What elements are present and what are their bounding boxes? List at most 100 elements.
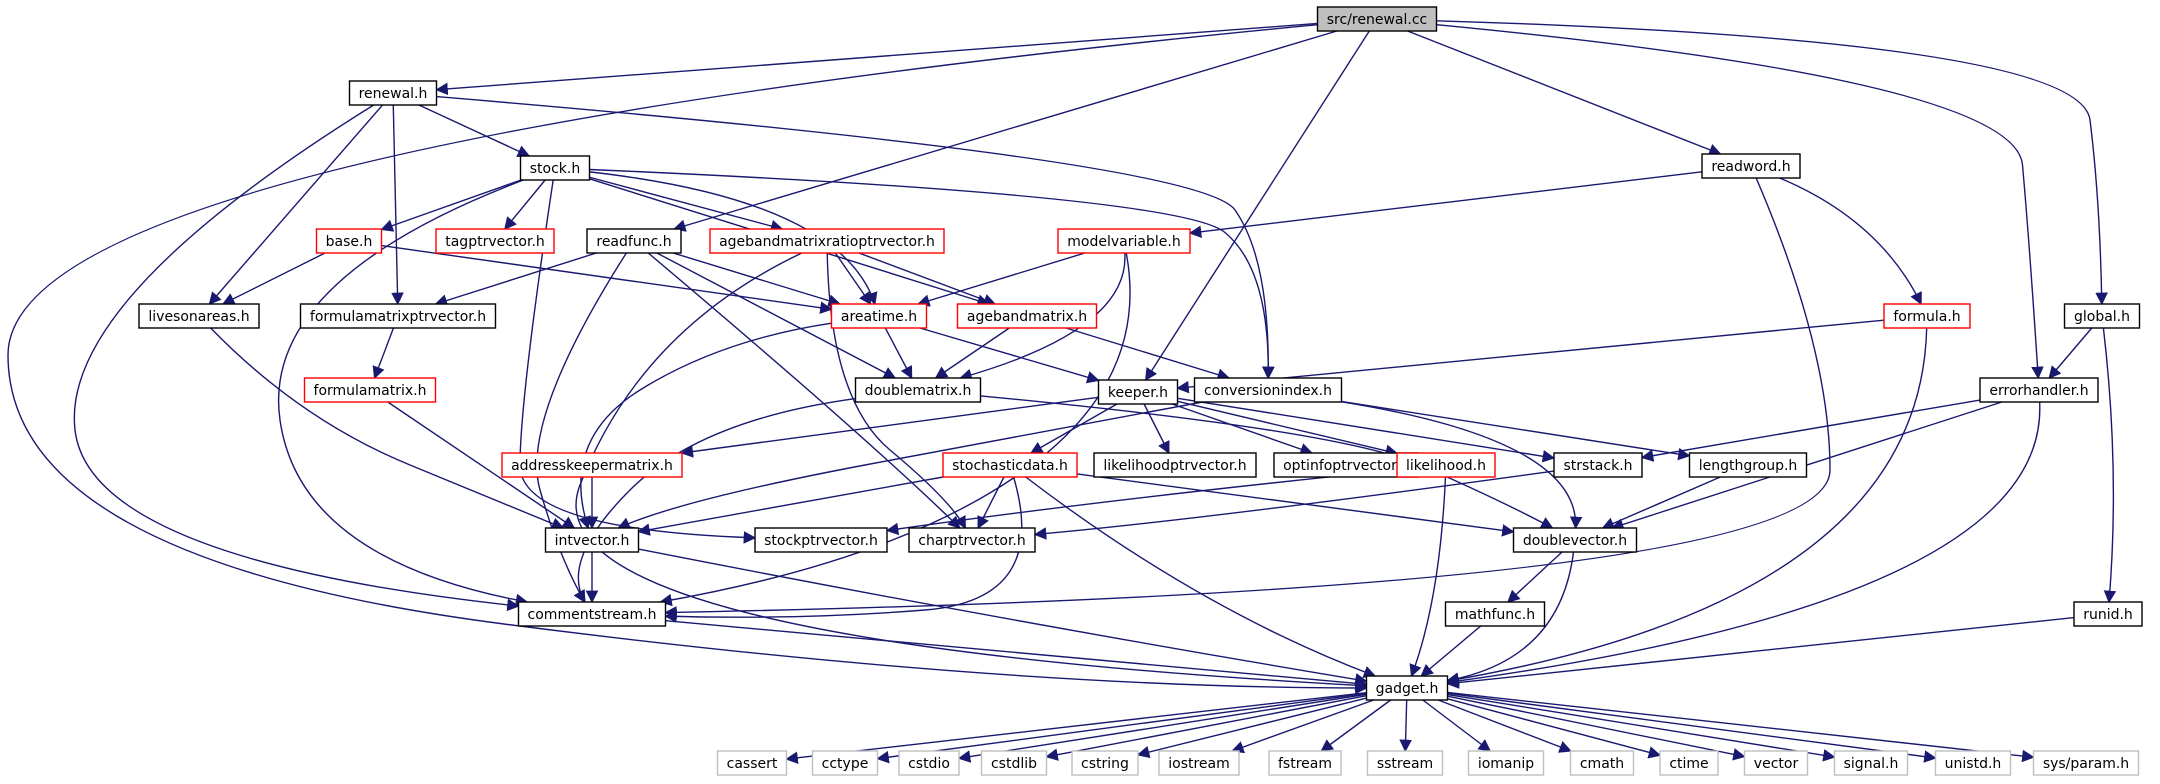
node-agebandmatrix-h[interactable]: agebandmatrix.h	[956, 303, 1098, 329]
node-label: stockptrvector.h	[764, 533, 878, 549]
edge-doublevector-h-to-gadget-h	[1446, 551, 1575, 685]
node-box	[586, 228, 682, 254]
edge-line	[1399, 699, 1412, 753]
node-sstream[interactable]: sstream	[1366, 750, 1444, 776]
node-box	[1743, 750, 1809, 776]
node-ctime[interactable]: ctime	[1659, 750, 1719, 776]
edge-gadget-h-to-signal-h	[1447, 693, 1836, 762]
edge-strstack-h-to-charptrvector-h	[1033, 470, 1555, 540]
node-stochasticdata-h[interactable]: stochasticdata.h	[942, 452, 1078, 478]
node-gadget-h[interactable]: gadget.h	[1365, 675, 1449, 701]
node-box	[435, 228, 555, 254]
node-cassert[interactable]: cassert	[716, 750, 788, 776]
node-label: vector	[1754, 756, 1799, 772]
node-conversionindex-h[interactable]: conversionindex.h	[1193, 377, 1343, 403]
node-cstdio[interactable]: cstdio	[898, 750, 960, 776]
edge-line	[418, 104, 531, 157]
node-cstring[interactable]: cstring	[1071, 750, 1139, 776]
node-readfunc-h[interactable]: readfunc.h	[586, 228, 682, 254]
edge-doublematrix-h-to-commentstream-h	[573, 397, 856, 604]
node-livesonareas-h[interactable]: livesonareas.h	[138, 303, 260, 329]
edge-line	[1446, 616, 2075, 689]
node-box	[2073, 601, 2143, 627]
node-label: modelvariable.h	[1067, 234, 1180, 250]
node-box	[544, 527, 640, 553]
node-box	[501, 452, 683, 478]
edge-agebandmatrixratioptrvector-h-to-areatime-h	[834, 252, 872, 306]
node-agebandmatrixratioptrvector-h[interactable]: agebandmatrixratioptrvector.h	[709, 228, 945, 254]
node-label: formula.h	[1893, 309, 1960, 325]
edge-line	[387, 401, 576, 529]
edge-renewal-cc-to-errorhandler-h	[1436, 23, 2044, 380]
node-intvector-h[interactable]: intvector.h	[544, 527, 640, 553]
node-formulamatrixptrvector-h[interactable]: formulamatrixptrvector.h	[299, 303, 497, 329]
node-vector[interactable]: vector	[1743, 750, 1809, 776]
node-stock-h[interactable]: stock.h	[519, 155, 591, 181]
edge-renewal-h-to-formulamatrixptrvector-h	[391, 104, 404, 306]
node-likelihood-h[interactable]: likelihood.h	[1396, 452, 1496, 478]
edge-gadget-h-to-unistd-h	[1447, 692, 1937, 763]
edge-line	[957, 693, 1367, 763]
node-doublematrix-h[interactable]: doublematrix.h	[854, 377, 982, 403]
node-formula-h[interactable]: formula.h	[1883, 303, 1971, 329]
edge-gadget-h-to-sstream	[1399, 699, 1412, 753]
node-box	[1569, 750, 1635, 776]
edge-conversionindex-h-to-intvector-h	[617, 401, 1203, 530]
node-addresskeepermatrix-h[interactable]: addresskeepermatrix.h	[501, 452, 683, 478]
node-commentstream-h[interactable]: commentstream.h	[517, 601, 667, 627]
edge-modelvariable-h-to-areatime-h	[916, 252, 1086, 307]
edge-areatime-h-to-doublematrix-h	[884, 327, 913, 380]
node-doublevector-h[interactable]: doublevector.h	[1512, 527, 1638, 553]
node-cstdlib[interactable]: cstdlib	[980, 750, 1048, 776]
edge-line	[589, 168, 1275, 380]
node-errorhandler-h[interactable]: errorhandler.h	[1979, 377, 2099, 403]
edge-line	[73, 104, 520, 612]
node-cctype[interactable]: cctype	[811, 750, 879, 776]
node-likelihoodptrvector-h[interactable]: likelihoodptrvector.h	[1093, 452, 1257, 478]
edge-stock-h-to-conversionindex-h	[589, 168, 1275, 380]
node-label: tagptrvector.h	[445, 234, 545, 250]
node-signal-h[interactable]: signal.h	[1833, 750, 1909, 776]
node-cmath[interactable]: cmath	[1569, 750, 1635, 776]
edge-line	[1341, 400, 1691, 461]
edge-line	[1446, 401, 2041, 688]
node-stockptrvector-h[interactable]: stockptrvector.h	[754, 527, 888, 553]
node-unistd-h[interactable]: unistd.h	[1934, 750, 2012, 776]
node-renewal-h[interactable]: renewal.h	[348, 80, 438, 106]
edge-line	[672, 30, 1338, 232]
edge-gadget-h-to-cctype	[876, 692, 1367, 764]
node-keeper-h[interactable]: keeper.h	[1097, 379, 1179, 405]
node-box	[1365, 675, 1449, 701]
edge-conversionindex-h-to-lengthgroup-h	[1341, 400, 1691, 461]
edge-line	[1407, 30, 1722, 156]
node-sys-param-h[interactable]: sys/param.h	[2032, 750, 2140, 776]
node-renewal-cc[interactable]: src/renewal.cc	[1316, 6, 1438, 32]
node-readword-h[interactable]: readword.h	[1701, 153, 1801, 179]
node-box	[315, 228, 383, 254]
edge-livesonareas-h-to-intvector-h	[210, 327, 565, 530]
node-optinfoptrvector-h[interactable]: optinfoptrvector.h	[1273, 452, 1419, 478]
edge-renewal-h-to-commentstream-h	[73, 104, 520, 612]
edge-areatime-h-to-keeper-h	[919, 327, 1100, 384]
node-tagptrvector-h[interactable]: tagptrvector.h	[435, 228, 555, 254]
edge-line	[7, 23, 1368, 695]
node-modelvariable-h[interactable]: modelvariable.h	[1057, 228, 1191, 254]
node-charptrvector-h[interactable]: charptrvector.h	[908, 527, 1036, 553]
node-mathfunc-h[interactable]: mathfunc.h	[1444, 601, 1546, 627]
node-fstream[interactable]: fstream	[1268, 750, 1342, 776]
edge-line	[1231, 699, 1374, 754]
edge-line	[1145, 30, 1370, 382]
edge-line	[573, 397, 856, 604]
node-strstack-h[interactable]: strstack.h	[1553, 452, 1643, 478]
node-formulamatrix-h[interactable]: formulamatrix.h	[303, 377, 437, 403]
node-runid-h[interactable]: runid.h	[2073, 601, 2143, 627]
node-global-h[interactable]: global.h	[2063, 303, 2141, 329]
node-box	[1366, 750, 1444, 776]
node-base-h[interactable]: base.h	[315, 228, 383, 254]
node-lengthgroup-h[interactable]: lengthgroup.h	[1688, 452, 1808, 478]
node-box	[1273, 452, 1419, 478]
node-areatime-h[interactable]: areatime.h	[830, 303, 928, 329]
edge-stock-h-to-commentstream-h	[278, 179, 529, 607]
node-iomanip[interactable]: iomanip	[1467, 750, 1545, 776]
node-iostream[interactable]: iostream	[1158, 750, 1240, 776]
